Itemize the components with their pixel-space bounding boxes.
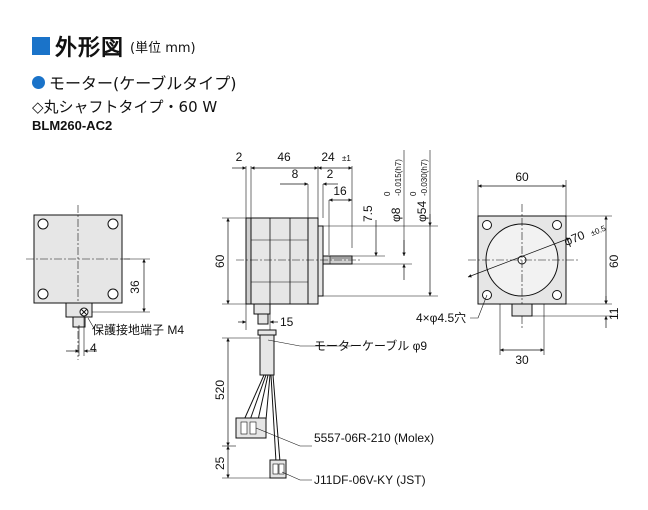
dim-46: 46 xyxy=(277,150,291,164)
dim-11: 11 xyxy=(607,307,621,320)
dim-7-5: 7.5 xyxy=(361,205,375,222)
dim-24-tolerance: ±1 xyxy=(342,154,351,163)
dim-phi70-tolerance: ±0.5 xyxy=(589,223,607,237)
dim-36: 36 xyxy=(128,280,142,294)
dim-16: 16 xyxy=(333,184,347,198)
dim-30: 30 xyxy=(515,353,529,367)
cable-label: モーターケーブル φ9 xyxy=(314,338,427,353)
dim-8: 8 xyxy=(292,167,299,181)
front-view xyxy=(467,180,612,355)
header-square-icon xyxy=(32,37,50,55)
rear-view xyxy=(26,205,150,360)
model-number: BLM260-AC2 xyxy=(32,118,113,133)
dim-24: 24 xyxy=(321,150,335,164)
dim-60-top: 60 xyxy=(515,170,529,184)
dim-phi8-tol-bottom: -0.015(h7) xyxy=(394,159,403,196)
dim-520: 520 xyxy=(213,380,227,400)
dim-phi8: φ8 xyxy=(389,207,403,222)
dim-phi8-tol-top: 0 xyxy=(383,191,392,196)
holes-label: 4×φ4.5穴 xyxy=(416,310,466,325)
bullet-dot-icon xyxy=(32,75,45,89)
page-title: 外形図 xyxy=(55,36,125,61)
side-view xyxy=(222,150,438,481)
dim-25: 25 xyxy=(213,456,227,470)
dim-phi54: φ54 xyxy=(415,201,429,222)
motor-heading-text: モーター(ケーブルタイプ) xyxy=(49,74,237,93)
dim-60-side: 60 xyxy=(213,254,227,268)
ground-terminal-label: 保護接地端子 M4 xyxy=(92,322,184,337)
page-header: 外形図 (単位 mm) xyxy=(32,30,196,62)
unit-label: (単位 mm) xyxy=(130,40,196,56)
dim-2b: 2 xyxy=(327,167,334,181)
dim-15: 15 xyxy=(280,315,294,329)
dim-2: 2 xyxy=(236,150,243,164)
dim-60-right: 60 xyxy=(607,254,621,268)
motor-heading: モーター(ケーブルタイプ) xyxy=(32,70,237,94)
shaft-type: ◇丸シャフトタイプ・60 W xyxy=(32,98,218,116)
dim-phi54-tol-bottom: -0.030(h7) xyxy=(420,159,429,196)
dim-phi54-tol-top: 0 xyxy=(409,191,418,196)
dim-4: 4 xyxy=(90,341,97,355)
connector-2-label: J11DF-06V-KY (JST) xyxy=(314,473,426,487)
connector-1-label: 5557-06R-210 (Molex) xyxy=(314,431,434,445)
